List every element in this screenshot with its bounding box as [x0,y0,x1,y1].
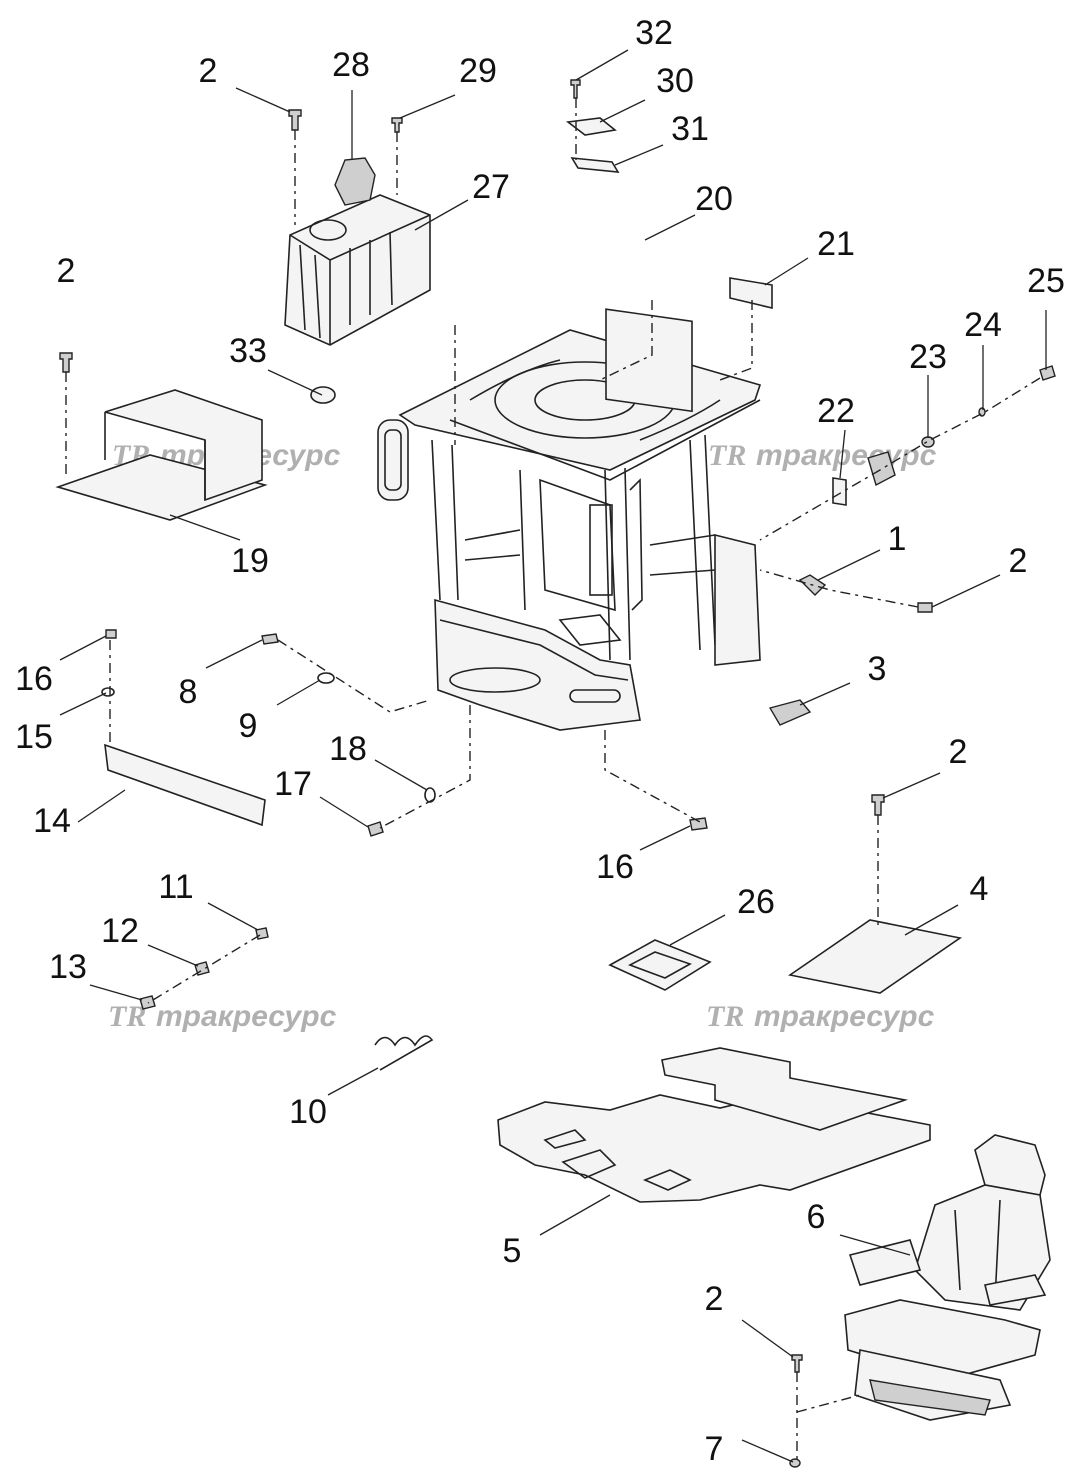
part-23-latch [867,451,896,487]
watermark-text: тракресурс [756,439,937,472]
callout-21: 21 [817,225,855,263]
assembly-lines [65,98,1041,1460]
callout-14: 14 [33,802,71,840]
watermark-3: TR тракресурс [108,1000,337,1033]
bolt [791,1354,803,1373]
callout-12: 12 [101,912,139,950]
bolt [391,117,403,133]
callout-3: 3 [868,650,887,688]
callout-10: 10 [289,1093,327,1131]
callout-6: 6 [807,1198,826,1236]
callout-9: 9 [239,707,258,745]
callout-11: 11 [158,868,193,906]
watermark-logo: TR [706,1000,744,1033]
callout-24: 24 [964,306,1002,344]
watermark-text: тракресурс [754,1000,935,1033]
callout-7: 7 [705,1430,724,1468]
watermark-4: TR тракресурс [706,1000,935,1033]
callout-4: 4 [970,870,989,908]
part-19-panel [55,389,268,521]
callout-27: 27 [472,168,510,206]
bolt [139,995,156,1010]
part-14-strip [104,743,266,827]
callout-19: 19 [231,542,269,580]
callout-2: 2 [949,733,968,771]
washer [317,672,335,684]
callout-2: 2 [1009,542,1028,580]
callout-8: 8 [179,673,198,711]
callout-32: 32 [635,14,673,52]
part-22-label [832,477,847,506]
callout-13: 13 [49,948,87,986]
callout-33: 33 [229,332,267,370]
part-4-plate [787,919,963,994]
callout-labels: 1 2 2 2 2 2 3 4 5 6 7 8 9 10 11 12 13 14… [15,14,1065,1468]
callout-2: 2 [705,1280,724,1318]
callout-2: 2 [57,252,76,290]
part-20-label [605,308,693,413]
watermark-logo: TR [708,439,746,472]
callout-20: 20 [695,180,733,218]
part-6-seat [844,1134,1051,1421]
washer [101,687,115,697]
watermark-text: тракресурс [156,1000,337,1033]
cab-frame [377,329,762,731]
callout-5: 5 [503,1232,522,1270]
part-26-gasket [608,939,712,991]
bolt [917,602,933,613]
part-3-clip [768,699,812,726]
part-28-cap [334,157,376,206]
callout-17: 17 [274,765,312,803]
part-30-bracket [565,117,617,136]
callout-29: 29 [459,52,497,90]
callout-16: 16 [596,848,634,886]
bolt [367,821,384,837]
part-10-clip [374,1035,434,1071]
bolt [1039,365,1056,381]
callout-25: 25 [1027,262,1065,300]
bolt [288,109,302,131]
bolt [261,633,279,645]
part-27-console [284,157,431,346]
callout-31: 31 [671,110,709,148]
callout-22: 22 [817,392,855,430]
bolt [570,79,581,99]
bolt [871,794,885,816]
callout-18: 18 [329,730,367,768]
part-31-gasket [570,157,620,173]
fasteners [59,79,1056,1468]
callout-30: 30 [656,62,694,100]
callout-16: 16 [15,660,53,698]
callout-23: 23 [909,338,947,376]
callout-15: 15 [15,718,53,756]
callout-28: 28 [332,46,370,84]
bolt [59,352,73,373]
part-5-floor-mat [497,1047,931,1203]
bolt [689,817,708,831]
callout-26: 26 [737,883,775,921]
callout-2: 2 [199,52,218,90]
bolt [105,629,117,639]
nut [789,1458,801,1468]
watermark-2: TR тракресурс [708,439,937,472]
leader-lines [59,49,1047,1463]
watermark-logo: TR [108,1000,146,1033]
callout-1: 1 [888,520,907,558]
part-21-label [729,277,773,310]
part-33-grommet [310,386,336,404]
